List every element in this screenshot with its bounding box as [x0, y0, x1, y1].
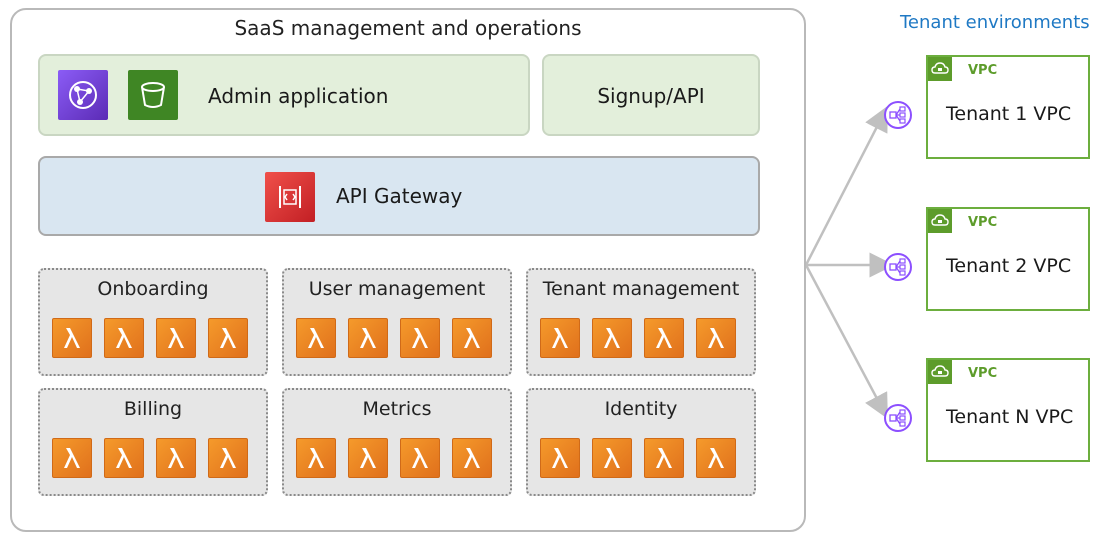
link-tenant-n: [804, 264, 888, 420]
tenant-vpc-box: [926, 207, 1090, 311]
lambda-icon: [540, 438, 580, 478]
lambda-icon: [296, 318, 336, 358]
management-title: SaaS management and operations: [234, 16, 582, 40]
service-group-label: User management: [308, 278, 486, 300]
link-tenant-1: [804, 105, 888, 266]
lambda-icon: [644, 318, 684, 358]
lambda-icon: [104, 438, 144, 478]
service-group-label: Tenant management: [542, 278, 740, 300]
lambda-icon: [592, 438, 632, 478]
vpc-endpoint-icon: [884, 404, 912, 432]
tenant-vpc-box: [926, 358, 1090, 462]
lambda-icon: [540, 318, 580, 358]
api-gateway-box: [38, 156, 760, 236]
vpc-tag: VPC: [968, 215, 998, 230]
s3-bucket-icon: [128, 70, 178, 120]
tenant-vpc-box: [926, 55, 1090, 159]
vpc-cloud-icon: [928, 209, 952, 233]
signup-api-box: [542, 54, 760, 136]
lambda-icon: [52, 438, 92, 478]
lambda-icon: [296, 438, 336, 478]
lambda-icon: [348, 318, 388, 358]
vpc-cloud-icon: [928, 57, 952, 81]
vpc-tag: VPC: [968, 63, 998, 78]
lambda-icon: [400, 438, 440, 478]
vpc-endpoint-icon: [884, 101, 912, 129]
lambda-icon: [696, 438, 736, 478]
admin-application-box: [38, 54, 530, 136]
lambda-icon: [104, 318, 144, 358]
signup-api-label: Signup/API: [597, 84, 705, 108]
cloudfront-icon: [58, 70, 108, 120]
vpc-cloud-icon: [928, 360, 952, 384]
vpc-endpoint-icon: [884, 253, 912, 281]
api-gateway-icon: [265, 172, 315, 222]
service-group-label: Onboarding: [97, 278, 209, 300]
tenant-vpc-name: Tenant 1 VPC: [946, 103, 1072, 125]
lambda-icon: [208, 438, 248, 478]
vpc-tag: VPC: [968, 366, 998, 381]
tenant-vpc-name: Tenant N VPC: [946, 406, 1074, 428]
lambda-icon: [452, 318, 492, 358]
lambda-icon: [400, 318, 440, 358]
lambda-icon: [452, 438, 492, 478]
lambda-icon: [696, 318, 736, 358]
lambda-icon: [348, 438, 388, 478]
lambda-icon: [644, 438, 684, 478]
tenant-vpc-name: Tenant 2 VPC: [946, 255, 1072, 277]
api-gateway-label: API Gateway: [336, 184, 463, 208]
service-group-label: Identity: [604, 398, 678, 420]
tenant-environments-title: Tenant environments: [900, 12, 1090, 33]
service-group-label: Billing: [123, 398, 183, 420]
admin-application-label: Admin application: [208, 84, 389, 108]
lambda-icon: [592, 318, 632, 358]
lambda-icon: [156, 438, 196, 478]
lambda-icon: [208, 318, 248, 358]
service-group-label: Metrics: [362, 398, 432, 420]
lambda-icon: [52, 318, 92, 358]
lambda-icon: [156, 318, 196, 358]
